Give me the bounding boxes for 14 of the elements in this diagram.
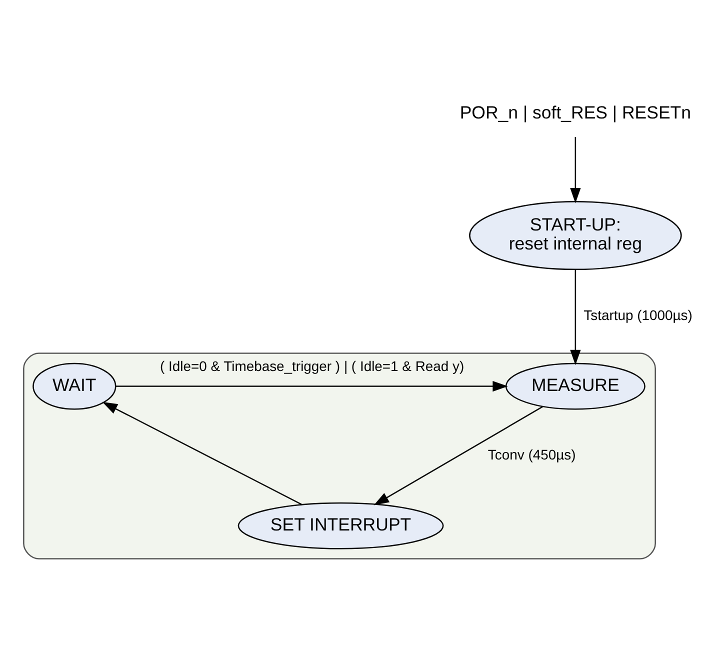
node-ellipse: WAIT [32,362,116,410]
arrow [102,402,302,506]
edge-label: Tconv (450µs) [488,446,576,463]
node-ellipse: START-UP: reset internal reg [469,200,682,270]
node-text: POR_n | soft_RES | RESETn [460,102,692,123]
arrow [570,137,581,204]
arrow [116,380,508,392]
node-ellipse: SET INTERRUPT [238,502,444,550]
arrow [374,406,544,506]
edge-label: Tstartup (1000µs) [584,307,692,324]
edge-label: ( Idle=0 & Timebase_trigger ) | ( Idle=1 & Read y) [160,358,464,374]
arrow [570,270,581,366]
node-ellipse: MEASURE [505,362,646,410]
cluster [23,352,656,560]
